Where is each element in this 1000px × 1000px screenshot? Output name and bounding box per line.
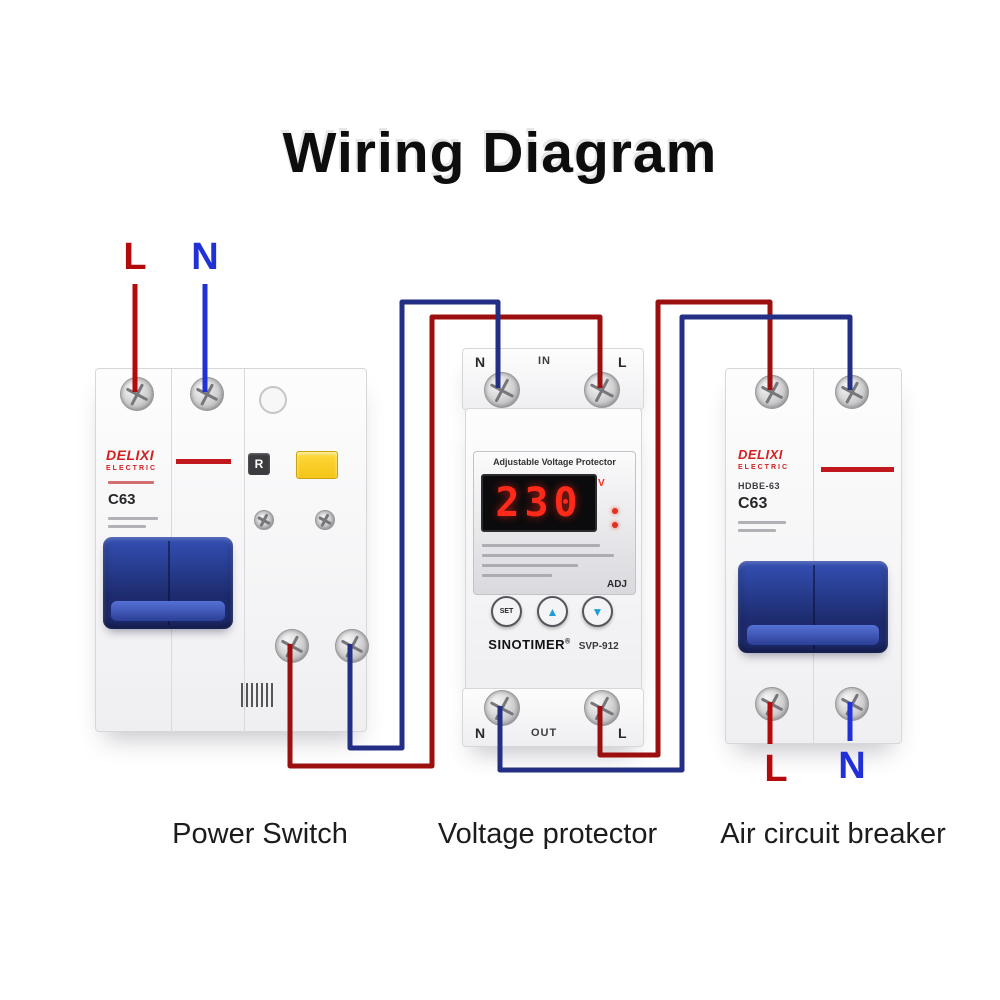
rating-text: C63 [108, 491, 136, 508]
brand-text: DELIXI [106, 447, 155, 463]
out-terminal-screw-live [584, 690, 620, 726]
protector-header-text: Adjustable Voltage Protector [493, 457, 616, 467]
input-label-neutral: N [191, 236, 219, 278]
model-text-placeholder [108, 481, 154, 484]
out-terminal-screw-neutral [484, 690, 520, 726]
page-title: Wiring Diagram [282, 121, 718, 185]
brand-subtext: ELECTRIC [738, 464, 789, 471]
up-button: ▲ [537, 596, 568, 627]
spec-line-placeholder [482, 564, 578, 567]
up-arrow-icon: ▲ [546, 604, 559, 619]
registered-mark: ® [565, 638, 571, 646]
toggle-seam [168, 541, 170, 625]
voltage-display-value: 230 [495, 480, 583, 526]
protector-top-terminal-block: N IN L [462, 348, 644, 410]
breaker-toggle-handle [738, 561, 888, 653]
in-terminal-screw-live [584, 372, 620, 408]
toggle-lip [747, 625, 879, 645]
small-screw [254, 510, 274, 530]
protector-face-label: Adjustable Voltage Protector 230 V ADJ [473, 451, 636, 595]
spec-line-placeholder [482, 544, 600, 547]
terminal-label-n: N [475, 354, 486, 370]
voltage-display: 230 [481, 474, 597, 532]
test-button-yellow [296, 451, 338, 479]
input-terminal-screw-live [120, 377, 154, 411]
status-led [612, 522, 618, 528]
set-button-label: SET [499, 608, 514, 615]
status-led [612, 508, 618, 514]
output-terminal-screw-live [755, 687, 789, 721]
brand-block: DELIXI ELECTRIC [738, 447, 789, 471]
spec-line-placeholder [108, 525, 146, 528]
breaker-toggle-handle [103, 537, 233, 629]
protector-model: SVP-912 [578, 641, 619, 652]
spec-line-placeholder [738, 521, 786, 524]
red-marking-bar [176, 459, 231, 464]
spec-line-placeholder [738, 529, 776, 532]
caption-power-switch: Power Switch [172, 818, 348, 850]
red-marking-bar [821, 467, 894, 472]
adj-label: ADJ [606, 579, 627, 590]
input-terminal-screw-neutral [190, 377, 224, 411]
reset-button-label: R [254, 457, 264, 471]
voltage-unit-label: V [598, 478, 605, 489]
brand-subtext: ELECTRIC [106, 465, 157, 472]
brand-text: DELIXI [738, 447, 783, 462]
terminal-label-l: L [618, 354, 627, 370]
barcode-label [241, 683, 275, 707]
input-label-live: L [123, 236, 147, 278]
input-terminal-screw-neutral [835, 375, 869, 409]
mount-hole-ring [259, 386, 287, 414]
output-terminal-screw-neutral [835, 687, 869, 721]
output-terminal-screw-live [275, 629, 309, 663]
spec-line-placeholder [108, 517, 158, 520]
down-button: ▼ [582, 596, 613, 627]
toggle-lip [110, 601, 226, 621]
protector-brand: SINOTIMER® [488, 637, 571, 652]
power-switch-device: DELIXI ELECTRIC C63 R [95, 368, 369, 732]
rating-text: C63 [738, 495, 768, 512]
terminal-label-l: L [618, 725, 627, 741]
small-screw [315, 510, 335, 530]
terminal-label-n: N [475, 725, 486, 741]
spec-line-placeholder [482, 554, 614, 557]
output-label-live: L [764, 748, 788, 790]
module-seam [813, 369, 814, 743]
input-terminal-screw-live [755, 375, 789, 409]
output-terminal-screw-neutral [335, 629, 369, 663]
module-seam [244, 369, 245, 731]
spec-line-placeholder [482, 574, 552, 577]
air-circuit-breaker-device: DELIXI ELECTRIC HDBE-63 C63 [725, 368, 902, 744]
terminal-label-in: IN [538, 355, 551, 367]
down-arrow-icon: ▼ [591, 604, 604, 619]
caption-air-breaker: Air circuit breaker [720, 818, 946, 850]
output-label-neutral: N [838, 745, 866, 787]
voltage-protector-device: Adjustable Voltage Protector 230 V ADJ S… [465, 408, 642, 694]
reset-button: R [248, 453, 270, 475]
in-terminal-screw-neutral [484, 372, 520, 408]
protector-brand-row: SINOTIMER® SVP-912 [466, 637, 641, 652]
caption-voltage-protector: Voltage protector [437, 818, 658, 850]
terminal-label-out: OUT [531, 727, 558, 739]
model-text: HDBE-63 [738, 481, 781, 491]
brand-block: DELIXI ELECTRIC [106, 447, 157, 472]
protector-bottom-terminal-block: N OUT L [462, 688, 644, 747]
set-button: SET [491, 596, 522, 627]
